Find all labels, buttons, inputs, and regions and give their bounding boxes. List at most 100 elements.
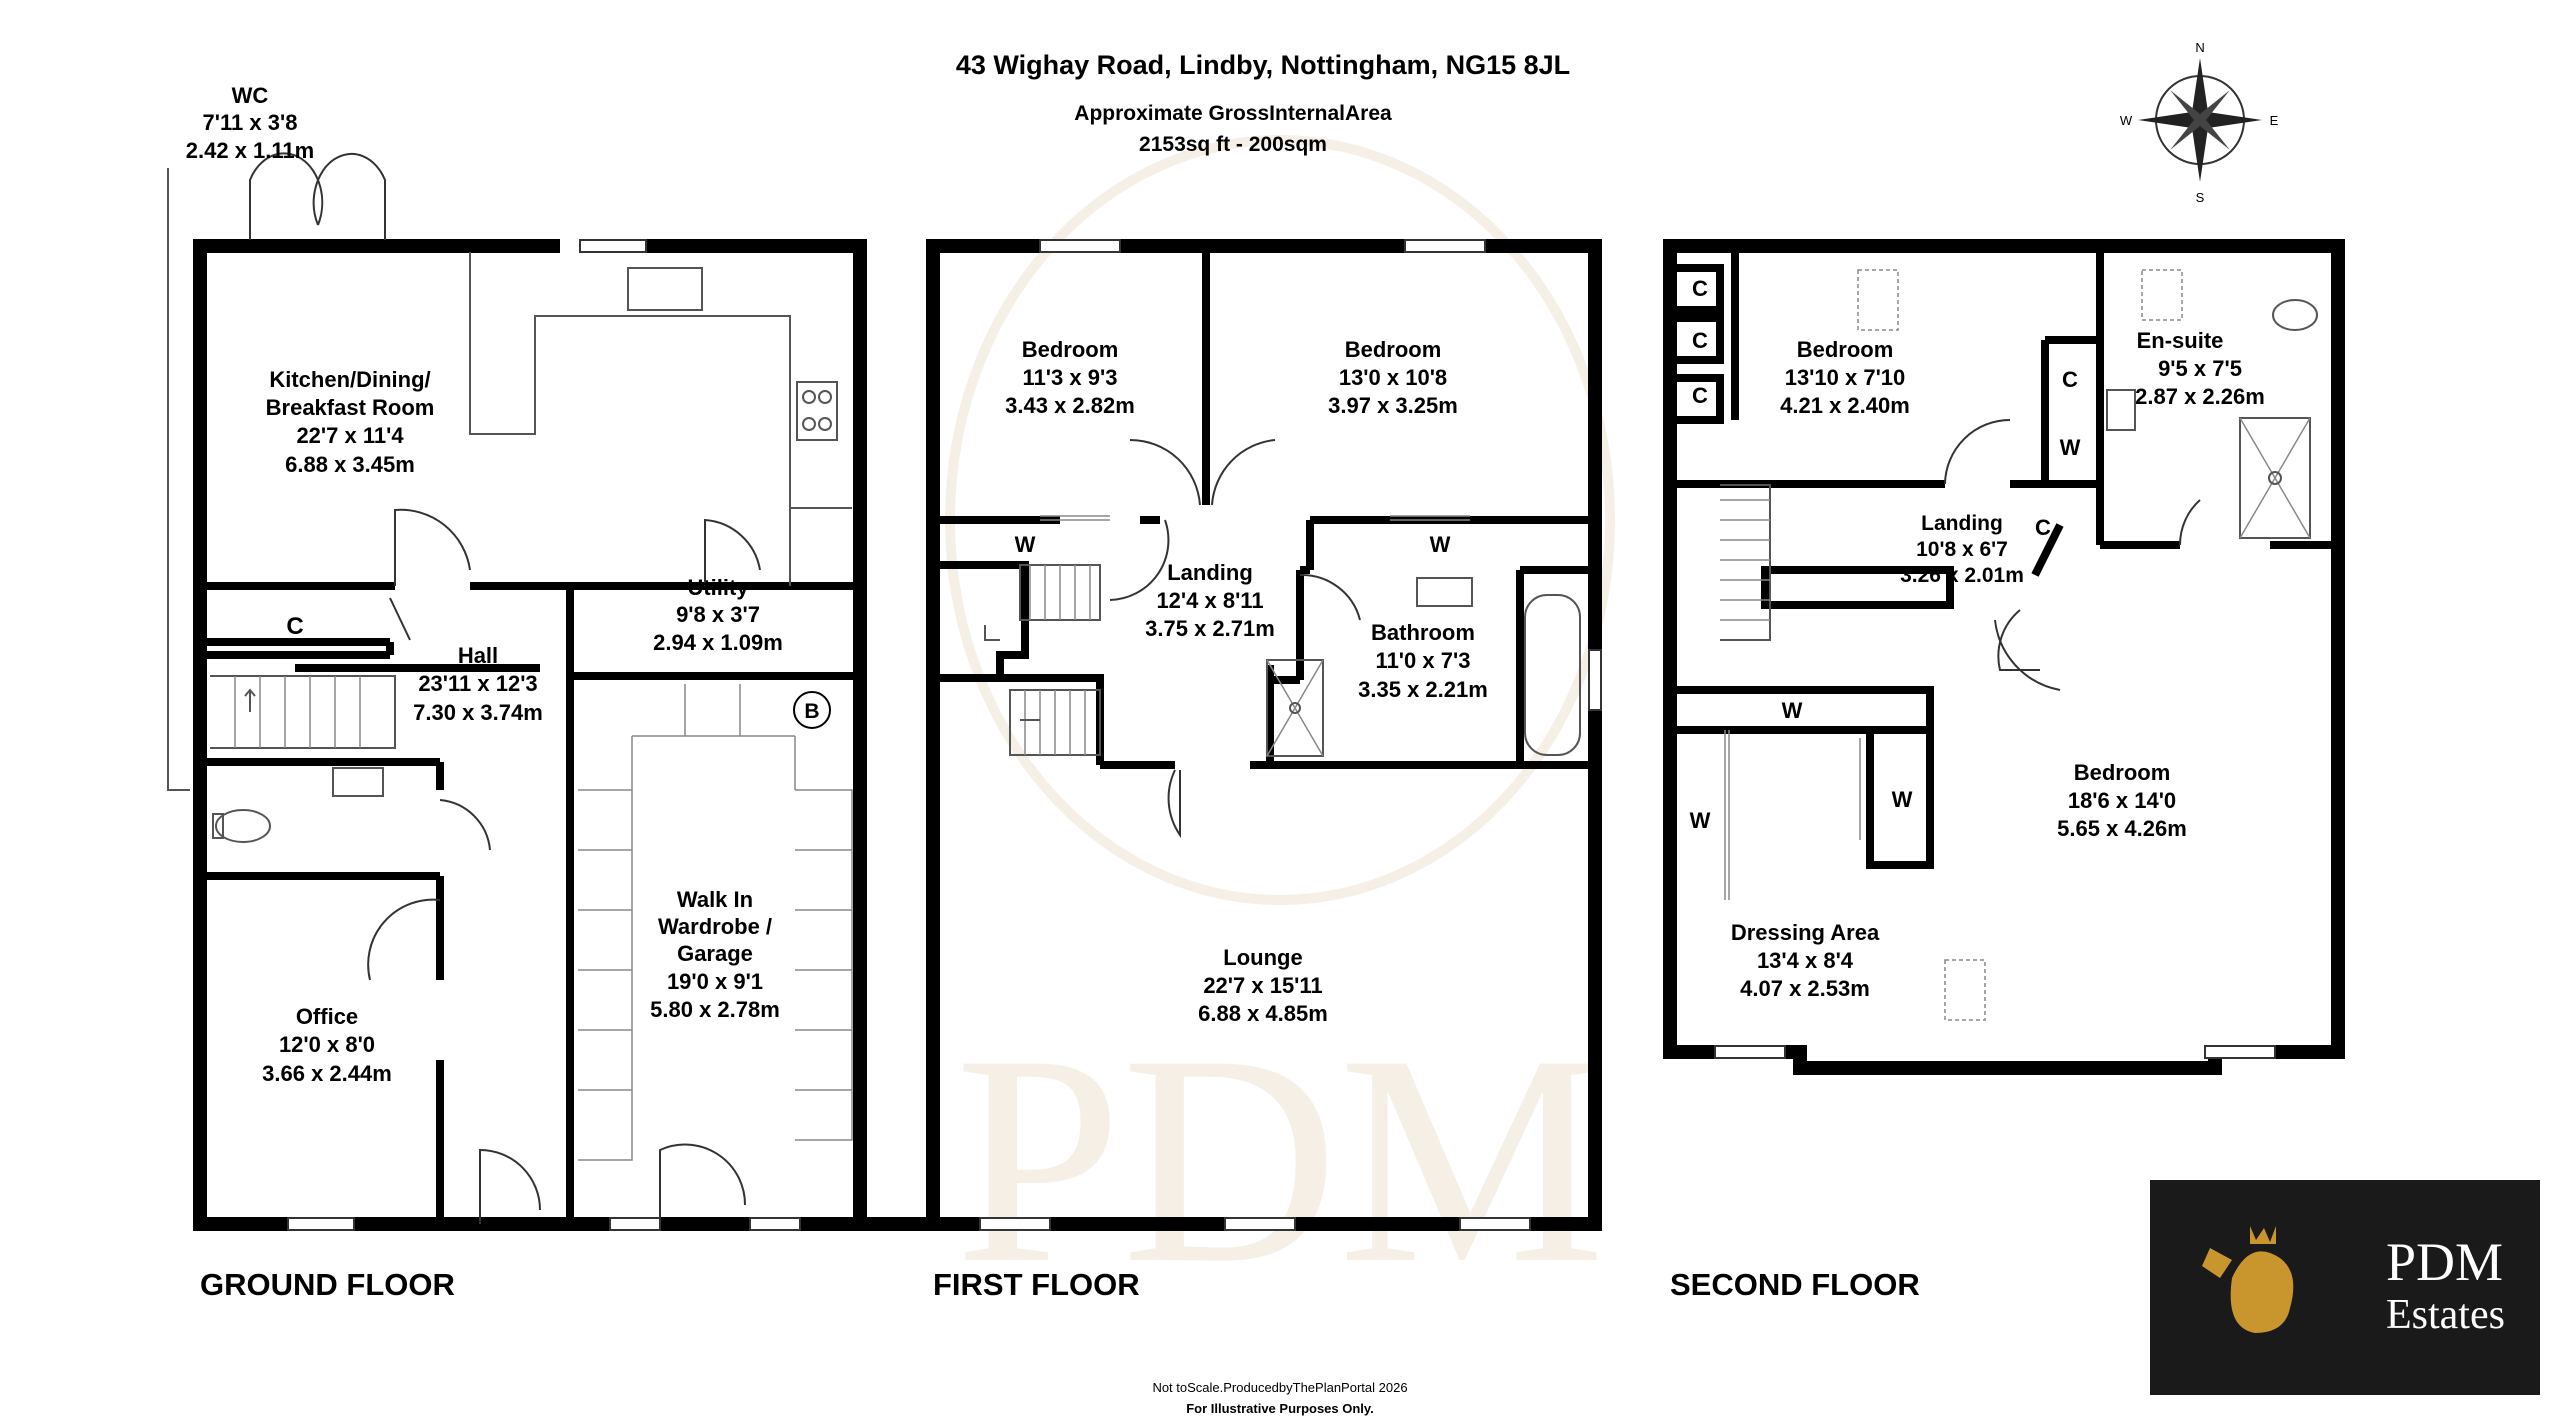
kitchen-sink-icon xyxy=(627,267,703,311)
sf-wardrobe-2: W xyxy=(1782,698,1803,723)
wc-name: WC xyxy=(232,83,269,108)
garage-metric: 5.80 x 2.78m xyxy=(650,997,780,1022)
ground-interior-walls xyxy=(200,582,858,1224)
lion-crest-icon xyxy=(2202,1226,2294,1333)
first-interior-walls xyxy=(933,246,1595,769)
first-floor: W W Bedroom 11'3 x 9'3 3.43 x 2.82m Bedr… xyxy=(926,239,1602,1302)
ff-bedroom2-metric: 3.97 x 3.25m xyxy=(1328,393,1458,418)
area-title: Approximate GrossInternalArea xyxy=(1074,102,1392,125)
bathroom-basin-icon xyxy=(1416,577,1473,607)
sf-landing-metric: 3.26 x 2.01m xyxy=(1900,564,2024,587)
sf-cupboards-left: C C C xyxy=(1676,264,1724,424)
wc-basin-icon xyxy=(332,767,384,797)
boiler-icon xyxy=(793,691,831,729)
sf-bedroom-window xyxy=(2204,1045,2276,1059)
ff-wardrobe-1: W xyxy=(1015,532,1036,557)
first-stairs xyxy=(984,564,1101,756)
dressing-window xyxy=(1714,1045,1786,1059)
utility-metric: 2.94 x 1.09m xyxy=(653,630,783,655)
sf-landing-name: Landing xyxy=(1921,512,2003,535)
ground-stairs xyxy=(210,675,396,749)
compass-n: N xyxy=(2195,40,2204,55)
kitchen-imperial: 22'7 x 11'4 xyxy=(296,423,404,448)
lounge-window-3 xyxy=(1459,1217,1531,1231)
sf-bedroom1-name: Bedroom xyxy=(1797,337,1894,362)
ff-landing-imperial: 12'4 x 8'11 xyxy=(1156,588,1263,613)
bath-icon xyxy=(1524,594,1581,756)
sf-bedroom1-imperial: 13'10 x 7'10 xyxy=(1785,365,1906,390)
lounge-name: Lounge xyxy=(1223,945,1302,970)
skylight-3 xyxy=(1944,959,1986,1021)
utility-name: Utility xyxy=(687,575,749,600)
watermark: PDM xyxy=(945,135,1615,1325)
garage-imperial: 19'0 x 9'1 xyxy=(667,969,763,994)
ff-bedroom1-imperial: 11'3 x 9'3 xyxy=(1023,365,1118,390)
toilet-icon xyxy=(215,809,271,843)
hall-metric: 7.30 x 3.74m xyxy=(413,700,543,725)
ff-wardrobe-2: W xyxy=(1430,532,1451,557)
skylight-2 xyxy=(2141,269,2183,321)
office-name: Office xyxy=(296,1004,358,1029)
bathroom-window xyxy=(1588,649,1602,711)
garage-name-1: Walk In xyxy=(677,887,753,912)
wc-side-line xyxy=(167,168,190,791)
ensuite-toilet-icon xyxy=(2272,299,2318,331)
kitchen-window xyxy=(579,239,647,253)
office-metric: 3.66 x 2.44m xyxy=(262,1061,392,1086)
lounge-metric: 6.88 x 4.85m xyxy=(1198,1001,1328,1026)
bathroom-metric: 3.35 x 2.21m xyxy=(1358,677,1488,702)
sf-cupboard-5: C xyxy=(2035,515,2051,540)
kitchen-counter xyxy=(469,252,852,586)
ff-bedroom2-window xyxy=(1404,239,1486,253)
dressing-name: Dressing Area xyxy=(1731,920,1880,945)
sf-bedroom2-imperial: 18'6 x 14'0 xyxy=(2068,788,2176,813)
wc-french-doors xyxy=(249,152,386,240)
shower-tray-icon xyxy=(1266,659,1324,757)
ground-floor-label: GROUND FLOOR xyxy=(200,1267,455,1302)
second-floor: C C C C W C W W W xyxy=(1663,239,2345,1302)
compass-icon: N S E W xyxy=(2120,40,2279,205)
garage-shelving xyxy=(578,684,853,1161)
garage-window-2 xyxy=(749,1217,801,1231)
ensuite-imperial: 9'5 x 7'5 xyxy=(2158,356,2242,381)
logo-line-2: Estates xyxy=(2386,1292,2505,1338)
lounge-window-2 xyxy=(1224,1217,1296,1231)
ff-bedroom2-name: Bedroom xyxy=(1345,337,1442,362)
sf-wardrobe-4: W xyxy=(1892,787,1913,812)
second-outer-wall xyxy=(1663,239,2345,1075)
sf-cupboard-3: C xyxy=(1692,383,1708,408)
watermark-text: PDM xyxy=(955,993,1605,1325)
ensuite-name: En-suite xyxy=(2137,328,2224,353)
second-interior-walls xyxy=(1670,246,2338,869)
garage-name-2: Wardrobe / xyxy=(658,914,772,939)
area-value: 2153sq ft - 200sqm xyxy=(1139,133,1327,156)
hob-icon xyxy=(796,381,838,441)
ff-bedroom1-window xyxy=(1039,239,1121,253)
sf-wardrobe-3: W xyxy=(1690,808,1711,833)
second-stairs xyxy=(1720,484,1771,641)
sf-bedroom2-metric: 5.65 x 4.26m xyxy=(2057,816,2187,841)
boiler-label: B xyxy=(804,700,819,723)
ff-bedroom1-metric: 3.43 x 2.82m xyxy=(1005,393,1135,418)
skylight-1 xyxy=(1857,269,1899,331)
garage-name-3: Garage xyxy=(677,941,753,966)
pdm-logo: PDM Estates xyxy=(2150,1180,2540,1395)
wc-imperial: 7'11 x 3'8 xyxy=(203,110,298,135)
compass-s: S xyxy=(2196,190,2205,205)
address-title: 43 Wighay Road, Lindby, Nottingham, NG15… xyxy=(956,50,1570,80)
kitchen-metric: 6.88 x 3.45m xyxy=(285,452,415,477)
dressing-imperial: 13'4 x 8'4 xyxy=(1757,948,1854,973)
ensuite-shower-icon xyxy=(2239,417,2311,539)
ff-bedroom2-imperial: 13'0 x 10'8 xyxy=(1339,365,1447,390)
sf-cupboard-4: C xyxy=(2062,367,2078,392)
ground-floor: B C WC 7'11 x 3'8 2.42 x 1.11m Kitchen/D… xyxy=(167,83,930,1302)
ff-landing-name: Landing xyxy=(1167,560,1253,585)
kitchen-name-2: Breakfast Room xyxy=(266,395,435,420)
ff-landing-metric: 3.75 x 2.71m xyxy=(1145,616,1275,641)
garage-window-1 xyxy=(609,1217,661,1231)
garage-door-icon xyxy=(659,1143,747,1224)
compass-e: E xyxy=(2270,113,2279,128)
hall-name: Hall xyxy=(458,643,498,668)
sf-cupboard-1: C xyxy=(1692,276,1708,301)
